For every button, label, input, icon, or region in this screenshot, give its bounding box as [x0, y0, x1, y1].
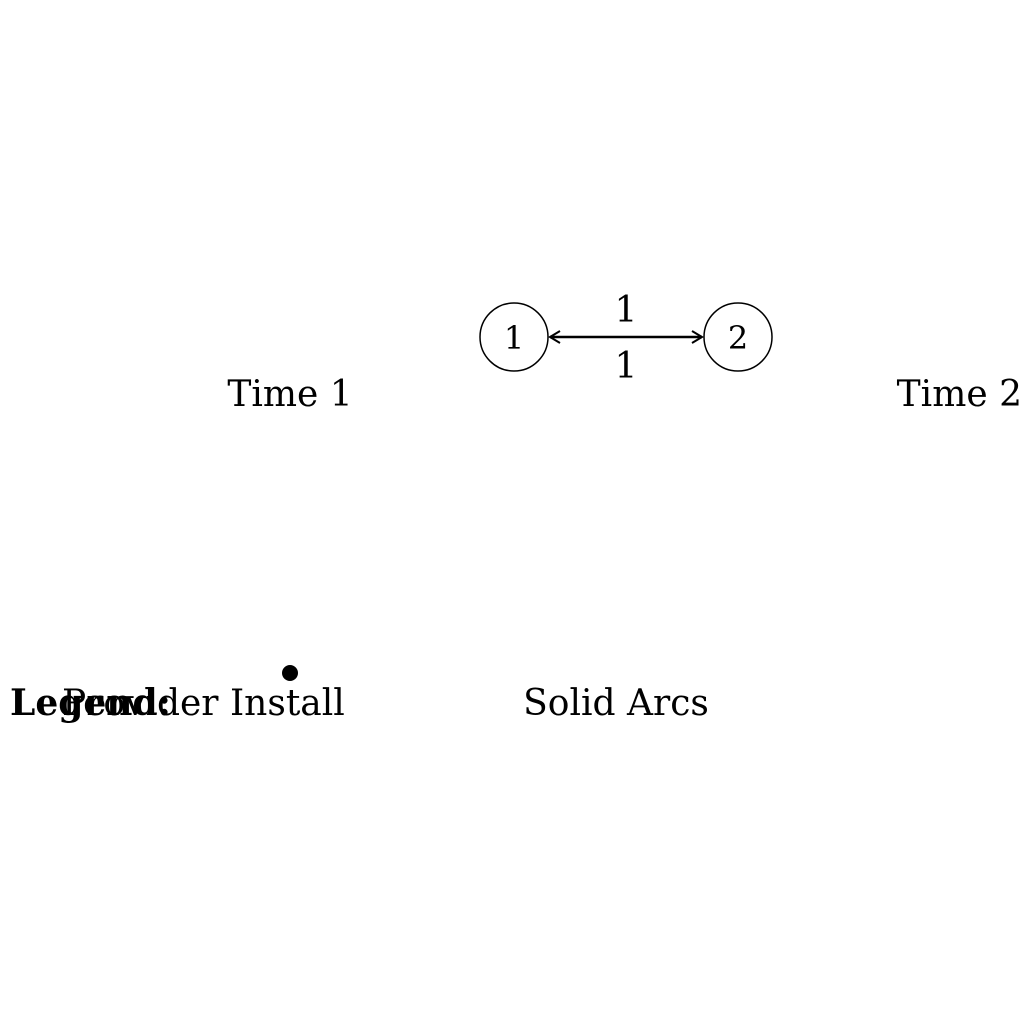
node-1-label: 1	[504, 319, 524, 357]
arc-label-top: 1	[615, 290, 638, 331]
time-label-right: Time 2	[897, 374, 1022, 415]
legend-solid-arcs: Solid Arcs	[523, 683, 709, 724]
time-label-left: Time 1	[227, 374, 352, 415]
legend: Legend: Provider Install Solid Arcs	[10, 665, 709, 724]
provider-install-marker-icon	[282, 665, 298, 681]
node-2-label: 2	[728, 319, 748, 357]
node-2: 2	[703, 302, 773, 372]
node-1: 1	[479, 302, 549, 372]
node-2-circle	[703, 302, 773, 372]
legend-provider-install: Provider Install	[62, 683, 345, 724]
legend-title: Legend:	[10, 682, 171, 724]
node-1-circle	[479, 302, 549, 372]
arc-label-bottom: 1	[615, 346, 638, 387]
